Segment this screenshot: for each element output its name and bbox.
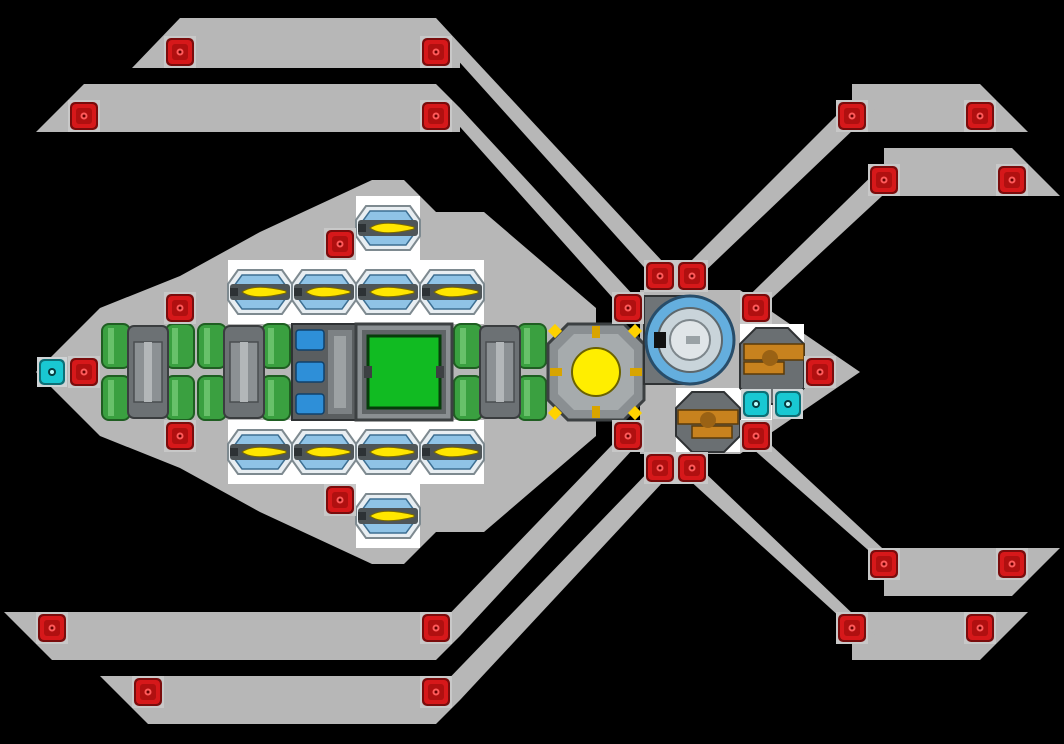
red-connector-icon[interactable] [868, 164, 900, 196]
thruster-icon[interactable] [355, 205, 421, 251]
thruster-icon[interactable] [355, 269, 421, 315]
red-connector-icon[interactable] [676, 452, 708, 484]
red-connector-icon[interactable] [836, 100, 868, 132]
red-connector-icon[interactable] [644, 260, 676, 292]
thruster-icon[interactable] [419, 269, 485, 315]
red-connector-icon[interactable] [740, 292, 772, 324]
red-connector-icon[interactable] [676, 260, 708, 292]
red-connector-icon[interactable] [324, 228, 356, 260]
turret-icon[interactable] [739, 327, 805, 405]
thruster-icon[interactable] [355, 493, 421, 539]
reactor-icon[interactable] [546, 322, 646, 422]
thruster-icon[interactable] [291, 429, 357, 475]
red-connector-icon[interactable] [164, 420, 196, 452]
red-connector-icon[interactable] [324, 484, 356, 516]
red-connector-icon[interactable] [420, 36, 452, 68]
red-connector-icon[interactable] [164, 292, 196, 324]
cyan-port-icon[interactable] [741, 389, 771, 419]
red-connector-icon[interactable] [68, 100, 100, 132]
thruster-icon[interactable] [227, 269, 293, 315]
red-connector-icon[interactable] [612, 292, 644, 324]
red-connector-icon[interactable] [740, 420, 772, 452]
red-connector-icon[interactable] [836, 612, 868, 644]
red-connector-icon[interactable] [420, 100, 452, 132]
thruster-icon[interactable] [227, 429, 293, 475]
red-connector-icon[interactable] [36, 612, 68, 644]
red-connector-icon[interactable] [420, 676, 452, 708]
red-connector-icon[interactable] [68, 356, 100, 388]
red-connector-icon[interactable] [164, 36, 196, 68]
red-connector-icon[interactable] [964, 612, 996, 644]
red-connector-icon[interactable] [644, 452, 676, 484]
cyan-port-icon[interactable] [37, 357, 67, 387]
red-connector-icon[interactable] [996, 164, 1028, 196]
thruster-icon[interactable] [355, 429, 421, 475]
command-module-icon[interactable] [354, 322, 454, 422]
thruster-icon[interactable] [291, 269, 357, 315]
red-connector-icon[interactable] [420, 612, 452, 644]
thruster-icon[interactable] [419, 429, 485, 475]
red-connector-icon[interactable] [964, 100, 996, 132]
red-connector-icon[interactable] [868, 548, 900, 580]
turret-icon[interactable] [675, 391, 741, 453]
red-connector-icon[interactable] [132, 676, 164, 708]
shield-generator-icon[interactable] [643, 294, 736, 386]
red-connector-icon[interactable] [804, 356, 836, 388]
cyan-port-icon[interactable] [773, 389, 803, 419]
battery-icon[interactable] [291, 323, 357, 421]
red-connector-icon[interactable] [996, 548, 1028, 580]
red-connector-icon[interactable] [612, 420, 644, 452]
